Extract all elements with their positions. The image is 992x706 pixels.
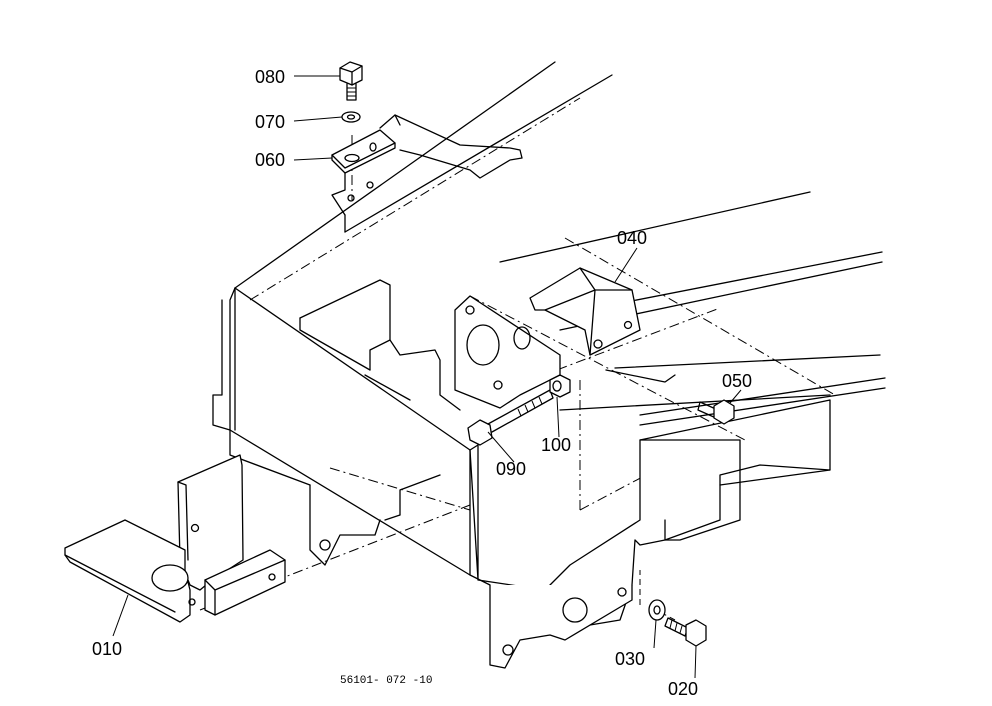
- label-030: 030: [615, 649, 645, 669]
- part-010-bracket: [64, 454, 286, 623]
- inner-frame: [299, 279, 461, 516]
- label-050: 050: [722, 371, 752, 391]
- part-090-bolt: [467, 389, 554, 446]
- part-050-bolt: [605, 369, 735, 425]
- part-080-bolt: [339, 61, 363, 101]
- label-080: 080: [255, 67, 285, 87]
- center-plate: [454, 295, 561, 409]
- label-040: 040: [617, 228, 647, 248]
- label-060: 060: [255, 150, 285, 170]
- part-labels: 080 070 060 040 050 100 090 010 030 020 …: [92, 67, 752, 699]
- leader-lines: [112, 75, 742, 679]
- label-070: 070: [255, 112, 285, 132]
- label-020: 020: [668, 679, 698, 699]
- label-100: 100: [541, 435, 571, 455]
- part-070-washer: [341, 111, 361, 123]
- part-040-bracket: [529, 267, 641, 356]
- main-frame: [212, 287, 831, 669]
- label-010: 010: [92, 639, 122, 659]
- part-030-washer: [648, 599, 666, 621]
- document-code: 56101- 072 -10: [340, 675, 432, 687]
- label-090: 090: [496, 459, 526, 479]
- part-020-bolt: [664, 617, 707, 647]
- part-100-nut: [549, 374, 571, 398]
